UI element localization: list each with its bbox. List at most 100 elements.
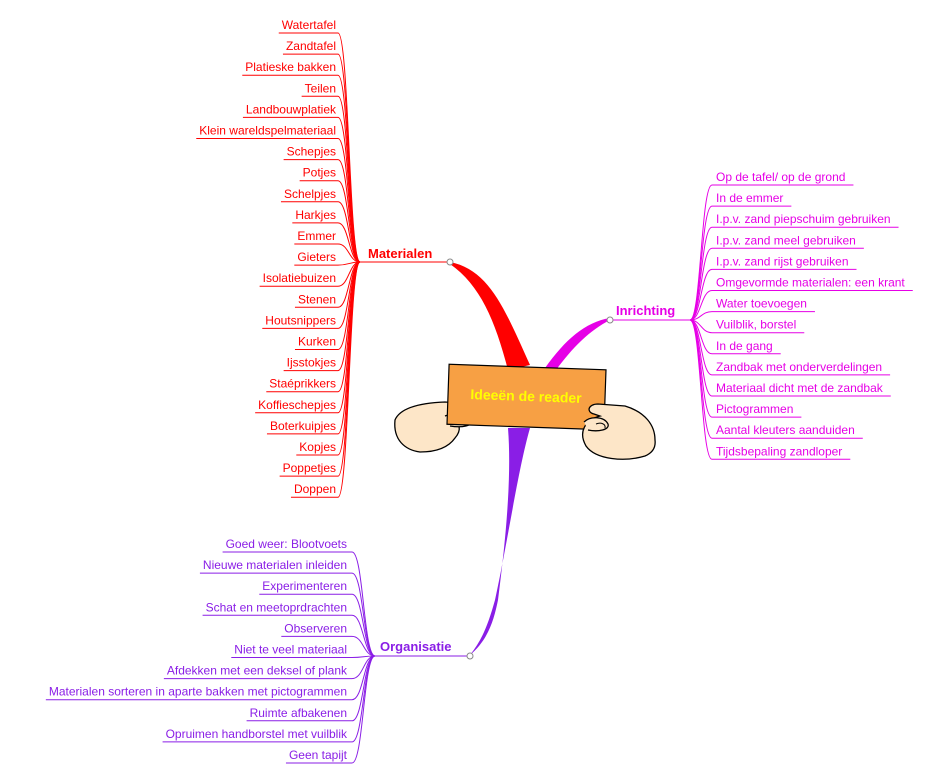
materialen-item[interactable]: Zandtafel xyxy=(282,39,338,55)
inrichting-item[interactable]: In de gang xyxy=(712,339,781,355)
branch-connector xyxy=(689,205,713,321)
inrichting-item-label: Pictogrammen xyxy=(716,402,793,416)
inrichting-item[interactable]: Omgevormde materialen: een krant xyxy=(712,276,913,291)
organisatie-item-label: Observeren xyxy=(284,621,347,635)
materialen-item[interactable]: Gieters xyxy=(294,250,338,266)
organisatie-item[interactable]: Schat en meetoprdrachten xyxy=(202,600,352,616)
branch-connector xyxy=(351,572,376,657)
materialen-item[interactable]: Potjes xyxy=(299,166,338,182)
inrichting-item[interactable]: Zandbak met onderverdelingen xyxy=(712,360,891,376)
materialen-item[interactable]: Landbouwplatiek xyxy=(242,102,338,118)
materialen-item[interactable]: Doppen xyxy=(290,482,338,498)
inrichting-item[interactable]: Tijdsbepaling zandloper xyxy=(712,444,851,460)
central-topic[interactable]: Ideeën de reader xyxy=(394,363,656,460)
materialen-item[interactable]: Platieske bakken xyxy=(242,60,338,76)
materialen-item-label: Teilen xyxy=(305,81,336,95)
materialen-item[interactable]: Kurken xyxy=(294,335,338,350)
central-card xyxy=(446,363,607,431)
materialen-item-label: Koffieschepjes xyxy=(258,398,336,412)
branch-connector xyxy=(337,243,361,263)
materialen-item[interactable]: Teilen xyxy=(301,81,338,97)
organisatie-item-label: Opruimen handborstel met vuilblik xyxy=(166,727,348,741)
inrichting-item[interactable]: I.p.v. zand meel gebruiken xyxy=(712,233,864,249)
organisatie-node[interactable]: Organisatie xyxy=(375,639,474,660)
materialen-item-label: Houtsnippers xyxy=(265,313,336,327)
materialen-item-label: Emmer xyxy=(297,229,336,243)
materialen-item-label: Staéprikkers xyxy=(269,377,336,391)
branch-connector xyxy=(689,319,713,418)
materialen-label: Materialen xyxy=(368,246,432,261)
materialen-item[interactable]: Klein wareldspelmateriaal xyxy=(196,124,338,139)
organisatie-item[interactable]: Goed weer: Blootvoets xyxy=(222,537,352,553)
branch-connector xyxy=(689,319,713,460)
materialen-item[interactable]: Schelpjes xyxy=(280,187,338,203)
organisatie-item[interactable]: Afdekken met een deksel of plank xyxy=(163,664,352,680)
inrichting-item[interactable]: Materiaal dicht met de zandbak xyxy=(712,381,891,397)
inrichting-item[interactable]: In de emmer xyxy=(712,191,792,207)
organisatie-item-label: Goed weer: Blootvoets xyxy=(226,537,347,551)
right-hand-icon xyxy=(582,403,656,460)
materialen-item[interactable]: Houtsnippers xyxy=(262,313,338,329)
inrichting-item[interactable]: Pictogrammen xyxy=(712,402,802,418)
inrichting-item[interactable]: Water toevoegen xyxy=(712,297,815,313)
organisatie-connector xyxy=(470,428,530,655)
inrichting-item-label: Water toevoegen xyxy=(716,297,807,311)
inrichting-item-label: Materiaal dicht met de zandbak xyxy=(716,381,884,395)
organisatie-item-label: Geen tapijt xyxy=(289,748,348,762)
inrichting-item-label: In de emmer xyxy=(716,191,783,205)
inrichting-item[interactable]: I.p.v. zand rijst gebruiken xyxy=(712,254,857,270)
organisatie-item[interactable]: Ruimte afbakenen xyxy=(246,706,352,722)
inrichting-connector xyxy=(545,318,610,370)
inrichting-item-label: Omgevormde materialen: een krant xyxy=(716,276,905,290)
organisatie-item[interactable]: Experimenteren xyxy=(259,579,352,595)
materialen-item-label: Doppen xyxy=(294,482,336,496)
organisatie-item[interactable]: Geen tapijt xyxy=(285,748,352,764)
materialen-item[interactable]: Schepjes xyxy=(283,145,338,161)
inrichting-node[interactable]: Inrichting xyxy=(606,303,690,324)
materialen-item[interactable]: Koffieschepjes xyxy=(255,398,338,414)
branch-connector xyxy=(689,184,713,321)
organisatie-item-label: Experimenteren xyxy=(262,579,347,593)
inrichting-item-label: Op de tafel/ op de grond xyxy=(716,170,845,184)
materialen-item[interactable]: Isolatiebuizen xyxy=(259,271,338,287)
organisatie-item[interactable]: Nieuwe materialen inleiden xyxy=(199,558,352,574)
materialen-item[interactable]: Emmer xyxy=(294,229,338,245)
branch-connector xyxy=(351,551,376,657)
branch-connector xyxy=(351,635,376,657)
materialen-item[interactable]: Boterkuipjes xyxy=(266,419,338,435)
inrichting-item[interactable]: Op de tafel/ op de grond xyxy=(712,170,854,186)
materialen-item[interactable]: Watertafel xyxy=(278,18,338,34)
materialen-item[interactable]: Poppetjes xyxy=(279,461,338,477)
materialen-item[interactable]: Kopjes xyxy=(296,440,338,456)
organisatie-item-label: Schat en meetoprdrachten xyxy=(206,600,347,614)
inrichting-item[interactable]: Aantal kleuters aanduiden xyxy=(712,423,863,439)
inrichting-item[interactable]: I.p.v. zand piepschuim gebruiken xyxy=(712,212,899,228)
inrichting-item-label: I.p.v. zand rijst gebruiken xyxy=(716,254,849,268)
branch-connector xyxy=(337,32,361,263)
materialen-item-label: Boterkuipjes xyxy=(270,419,336,433)
branch-connector xyxy=(337,261,361,498)
organisatie-item[interactable]: Niet te veel materiaal xyxy=(231,643,352,658)
inrichting-label: Inrichting xyxy=(616,303,675,318)
organisatie-item-label: Afdekken met een deksel of plank xyxy=(167,664,348,678)
materialen-item-label: Schelpjes xyxy=(284,187,336,201)
inrichting-item[interactable]: Vuilblik, borstel xyxy=(712,318,805,334)
organisatie-item[interactable]: Materialen sorteren in aparte bakken met… xyxy=(45,685,352,701)
materialen-item[interactable]: Stenen xyxy=(294,292,338,308)
materialen-item-label: Watertafel xyxy=(282,18,336,32)
materialen-item[interactable]: Harkjes xyxy=(292,208,338,224)
materialen-node-dot xyxy=(446,258,454,266)
materialen-item[interactable]: Staéprikkers xyxy=(266,377,338,393)
central-topic-label: Ideeën de reader xyxy=(470,386,582,406)
branch-connector xyxy=(351,655,376,743)
organisatie-item[interactable]: Observeren xyxy=(281,621,352,637)
materialen-item[interactable]: Ijsstokjes xyxy=(283,356,338,372)
branch-connector xyxy=(689,290,713,321)
materialen-item-label: Isolatiebuizen xyxy=(263,271,336,285)
inrichting-item-label: Zandbak met onderverdelingen xyxy=(716,360,882,374)
materialen-node[interactable]: Materialen xyxy=(360,246,454,266)
organisatie-item[interactable]: Opruimen handborstel met vuilblik xyxy=(162,727,352,743)
